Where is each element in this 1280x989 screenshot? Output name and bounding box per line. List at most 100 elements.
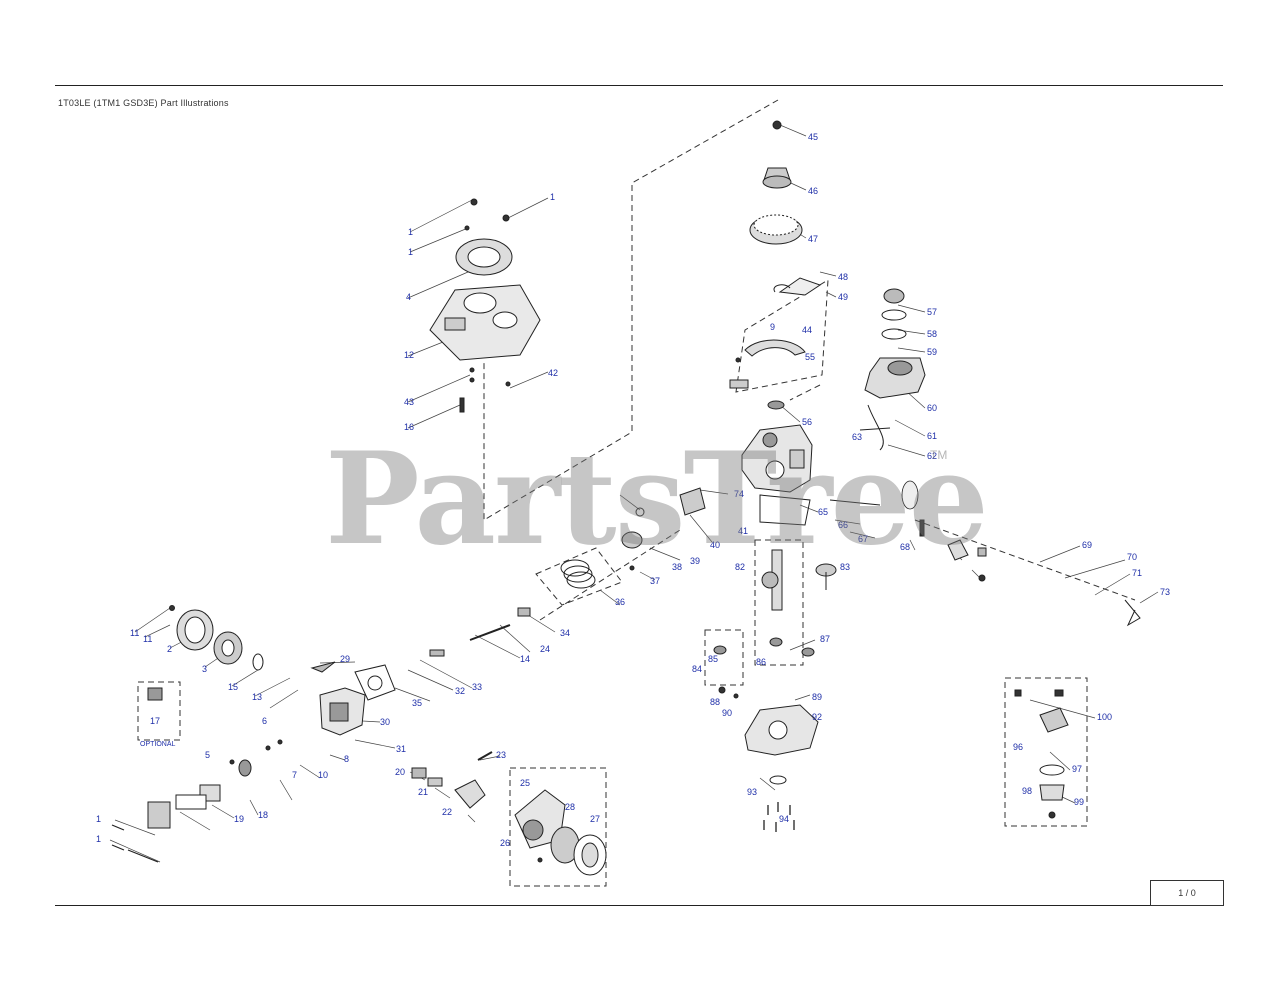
callout: 32	[455, 686, 465, 696]
callout: 21	[418, 787, 428, 797]
carb-detail	[1039, 707, 1069, 733]
callout: 88	[710, 697, 720, 707]
callout: 86	[756, 657, 766, 667]
callout: 43	[404, 397, 414, 407]
callout: 46	[808, 186, 818, 196]
callout: 63	[852, 432, 862, 442]
callout: 71	[1132, 568, 1142, 578]
callout: 9	[770, 322, 775, 332]
callout: 99	[1074, 797, 1084, 807]
callout: 90	[722, 708, 732, 718]
callout: 100	[1097, 712, 1112, 722]
diagram-title: 1T03LE (1TM1 GSD3E) Part Illustrations	[58, 98, 229, 108]
muffler-gasket	[354, 664, 396, 701]
callout: 19	[234, 814, 244, 824]
callout: 57	[927, 307, 937, 317]
callout: 65	[818, 507, 828, 517]
callout: 60	[927, 403, 937, 413]
callout: 34	[560, 628, 570, 638]
callout: 31	[396, 744, 406, 754]
callout-labels: 1 1 1 4 12 43 16 45 46 47 48 49 9 44 55 …	[96, 132, 1170, 848]
callout: 41	[738, 526, 748, 536]
callout: 59	[927, 347, 937, 357]
callout: 5	[205, 750, 210, 760]
callout: 1	[550, 192, 555, 202]
fuel-cap	[883, 288, 905, 304]
callout: 29	[340, 654, 350, 664]
callout: 87	[820, 634, 830, 644]
callout: 66	[838, 520, 848, 530]
crankcase	[741, 424, 813, 493]
callout: 55	[805, 352, 815, 362]
callout: 18	[258, 810, 268, 820]
callout: 24	[540, 644, 550, 654]
callout: 97	[1072, 764, 1082, 774]
top-border-line	[55, 85, 1223, 86]
callout: 33	[472, 682, 482, 692]
callout: 98	[1022, 786, 1032, 796]
callout: 23	[496, 750, 506, 760]
callout: 56	[802, 417, 812, 427]
callout: 70	[1127, 552, 1137, 562]
callout: 74	[734, 489, 744, 499]
engine-cover	[429, 284, 541, 361]
callout: 2	[167, 644, 172, 654]
dashed-connectors	[137, 99, 1136, 887]
callout: 11	[130, 628, 139, 638]
callout: 35	[412, 698, 422, 708]
callout: 12	[404, 350, 414, 360]
callout: 10	[318, 770, 328, 780]
callout: 26	[500, 838, 510, 848]
callout: 92	[812, 712, 822, 722]
callout: 14	[520, 654, 530, 664]
optional-label: OPTIONAL	[140, 741, 176, 748]
watermark-text: PartsTree	[325, 425, 989, 573]
callout: 4	[406, 292, 411, 302]
callout: 3	[202, 664, 207, 674]
callout: 39	[690, 556, 700, 566]
flywheel-nut	[772, 120, 782, 130]
callout: 1	[408, 227, 413, 237]
callout: 61	[927, 431, 937, 441]
callout: 6	[262, 716, 267, 726]
callout: 73	[1160, 587, 1170, 597]
callout: 15	[228, 682, 238, 692]
screw	[470, 198, 478, 206]
leader-lines	[109, 124, 1159, 863]
callout: 16	[404, 422, 414, 432]
callout: 1	[408, 247, 413, 257]
callout: 7	[292, 770, 297, 780]
piston	[621, 531, 643, 549]
ignition-coil	[778, 277, 822, 296]
callout: 44	[802, 325, 812, 335]
shroud-bracket	[744, 339, 806, 357]
callout: 13	[252, 692, 262, 702]
callout: 58	[927, 329, 937, 339]
callout: 20	[395, 767, 405, 777]
bottom-border-line	[55, 905, 1223, 906]
callout: 30	[380, 717, 390, 727]
callout: 42	[548, 368, 558, 378]
callout: 89	[812, 692, 822, 702]
callout: 27	[590, 814, 600, 824]
callout: 94	[779, 814, 789, 824]
throttle-lever	[1124, 599, 1141, 627]
callout: 11	[143, 634, 152, 644]
callout: 8	[344, 754, 349, 764]
callout: 36	[615, 597, 625, 607]
callout: 25	[520, 778, 530, 788]
part-drawings	[111, 120, 1141, 876]
page-number-box: 1 / 0	[1150, 880, 1224, 906]
callout: 82	[735, 562, 745, 572]
callout: 85	[708, 654, 718, 664]
callout: 45	[808, 132, 818, 142]
callout: 96	[1013, 742, 1023, 752]
callout: 69	[1082, 540, 1092, 550]
callout: 93	[747, 787, 757, 797]
callout: 67	[858, 534, 868, 544]
callout: 40	[710, 540, 720, 550]
callout: 28	[565, 802, 575, 812]
callout: 17	[150, 716, 160, 726]
carburetor	[679, 487, 706, 516]
